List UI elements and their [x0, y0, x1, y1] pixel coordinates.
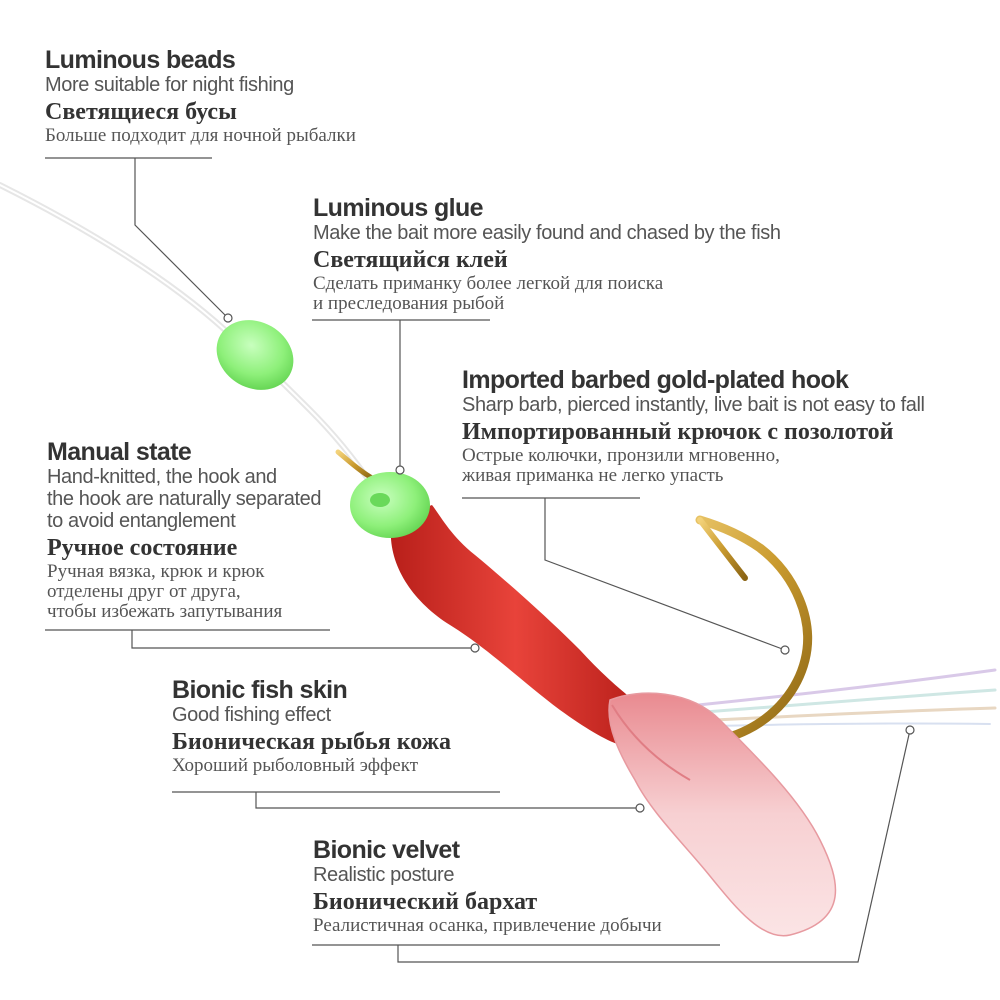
bionic-velvet [608, 692, 837, 937]
callout-bionic-velvet: Bionic velvet Realistic posture Бионичес… [313, 836, 662, 936]
callout-title-ru: Ручное состояние [47, 535, 238, 561]
callout-leaders [45, 157, 911, 963]
callout-bionic-fish-skin: Bionic fish skin Good fishing effect Био… [172, 676, 451, 776]
luminous-glue [350, 472, 430, 538]
callout-description-line-3: to avoid entanglement [47, 510, 236, 532]
callout-description-ru-line-1: Ручная вязка, крюк и крюк [47, 561, 265, 582]
callout-description-ru-line-2: и преследования рыбой [313, 293, 505, 314]
callout-title-ru: Бионический бархат [313, 889, 538, 915]
callout-manual-state: Manual state Hand-knitted, the hook and … [47, 438, 321, 622]
leader-velvet [312, 729, 911, 963]
callout-description-ru: Реалистичная осанка, привлечение добычи [313, 915, 662, 936]
leader-hook [462, 497, 786, 651]
leader-beads [45, 157, 229, 319]
leader-glue [312, 319, 490, 470]
callout-description: Good fishing effect [172, 704, 331, 726]
callout-endpoints [223, 313, 915, 813]
callout-gold-plated-hook: Imported barbed gold-plated hook Sharp b… [462, 366, 925, 486]
callout-description-line-1: Hand-knitted, the hook and [47, 466, 277, 488]
callout-luminous-glue: Luminous glue Make the bait more easily … [313, 194, 781, 314]
callout-description-line-2: the hook are naturally separated [47, 488, 322, 510]
callout-description: Sharp barb, pierced instantly, live bait… [462, 394, 925, 416]
callout-description-ru-line-1: Острые колючки, пронзили мгновенно, [462, 445, 780, 466]
callout-description-ru-line-1: Сделать приманку более легкой для поиска [313, 273, 664, 294]
leader-manual [45, 629, 475, 649]
callout-description-ru: Больше подходит для ночной рыбалки [45, 125, 356, 146]
callout-description: Realistic posture [313, 864, 455, 886]
callout-title: Bionic velvet [313, 836, 460, 864]
luminous-bead [216, 320, 294, 390]
callout-description-ru-line-2: отделены друг от друга, [47, 581, 241, 602]
callout-title-ru: Бионическая рыбья кожа [172, 729, 452, 755]
callout-title: Luminous glue [313, 194, 484, 222]
callout-luminous-beads: Luminous beads More suitable for night f… [45, 46, 356, 146]
callout-title: Luminous beads [45, 46, 236, 74]
hook-shank-eye [335, 449, 375, 481]
callout-description-ru-line-2: живая приманка не легко упасть [462, 465, 724, 486]
callout-description-ru-line-3: чтобы избежать запутывания [47, 601, 283, 622]
callout-description: More suitable for night fishing [45, 74, 294, 96]
callout-title: Imported barbed gold-plated hook [462, 366, 849, 394]
leader-skin [172, 791, 640, 809]
callout-description-ru: Хороший рыболовный эффект [172, 755, 418, 776]
callout-title-ru: Светящийся клей [313, 247, 508, 273]
callout-title-ru: Светящиеся бусы [45, 99, 237, 125]
callout-title: Bionic fish skin [172, 676, 348, 704]
callout-title-ru: Импортированный крючок с позолотой [462, 419, 894, 445]
callout-title: Manual state [47, 438, 192, 466]
callout-description: Make the bait more easily found and chas… [313, 222, 781, 244]
bionic-fish-skin [390, 505, 640, 745]
